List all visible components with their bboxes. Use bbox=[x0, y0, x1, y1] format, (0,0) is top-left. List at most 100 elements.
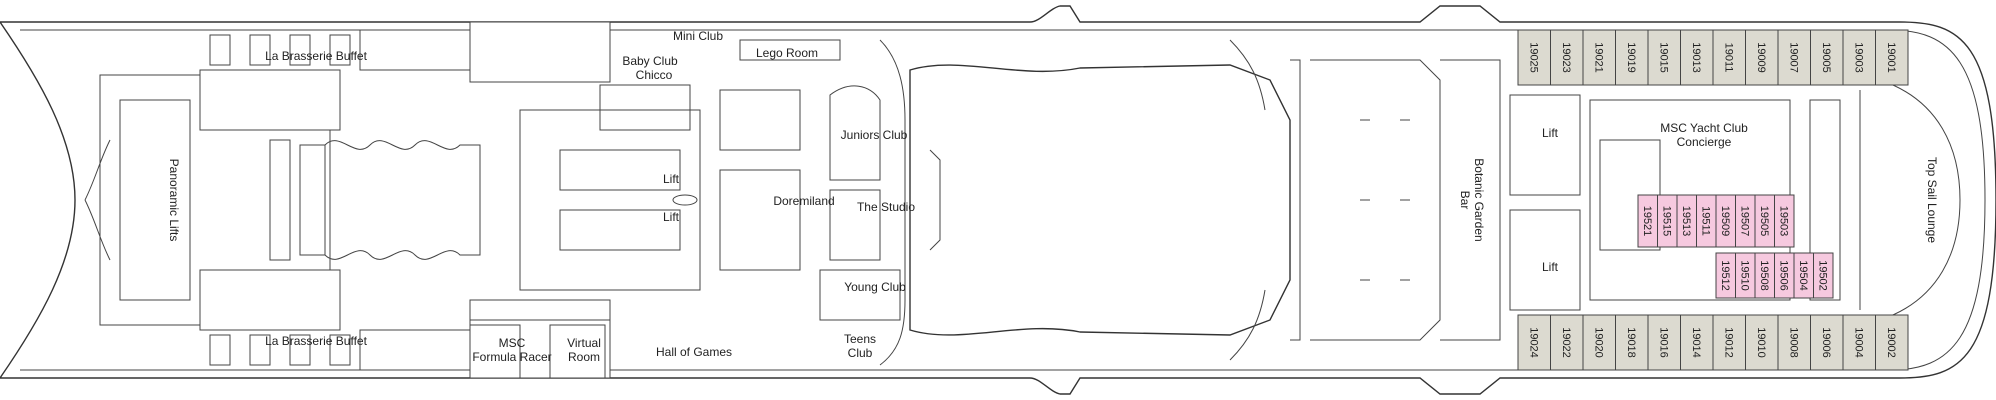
cabin-number: 19507 bbox=[1738, 206, 1750, 237]
cabin-19512[interactable]: 19512 bbox=[1715, 252, 1736, 299]
cabin-19016[interactable]: 19016 bbox=[1647, 314, 1681, 371]
cabin-19021[interactable]: 19021 bbox=[1582, 29, 1616, 86]
cabin-19506[interactable]: 19506 bbox=[1774, 252, 1795, 299]
cabin-19010[interactable]: 19010 bbox=[1745, 314, 1779, 371]
cabin-19019[interactable]: 19019 bbox=[1615, 29, 1649, 86]
cabin-19509[interactable]: 19509 bbox=[1715, 194, 1736, 248]
cabin-19502[interactable]: 19502 bbox=[1813, 252, 1834, 299]
cabin-19013[interactable]: 19013 bbox=[1680, 29, 1714, 86]
cabin-number: 19512 bbox=[1719, 260, 1731, 291]
cabin-number: 19021 bbox=[1592, 42, 1604, 73]
cabin-19012[interactable]: 19012 bbox=[1712, 314, 1746, 371]
cabin-19511[interactable]: 19511 bbox=[1696, 194, 1717, 248]
label-lift-lower[interactable]: Lift bbox=[663, 210, 680, 224]
cabin-number: 19011 bbox=[1722, 43, 1734, 73]
cabin-number: 19010 bbox=[1755, 327, 1767, 358]
label-la-brasserie-buffet-top[interactable]: La Brasserie Buffet bbox=[265, 49, 368, 63]
cabin-19008[interactable]: 19008 bbox=[1777, 314, 1811, 371]
hull-outline bbox=[0, 5, 1996, 395]
cabin-number: 19521 bbox=[1641, 206, 1653, 237]
cabin-19005[interactable]: 19005 bbox=[1810, 29, 1844, 86]
cabin-number: 19003 bbox=[1852, 42, 1864, 73]
label-lift-upper[interactable]: Lift bbox=[663, 172, 680, 186]
cabin-19507[interactable]: 19507 bbox=[1735, 194, 1756, 248]
cabin-19020[interactable]: 19020 bbox=[1582, 314, 1616, 371]
cabin-19513[interactable]: 19513 bbox=[1676, 194, 1697, 248]
cabin-number: 19504 bbox=[1797, 260, 1809, 291]
cabin-number: 19006 bbox=[1820, 327, 1832, 358]
label-virtual[interactable]: Virtual bbox=[567, 336, 601, 350]
cabin-19022[interactable]: 19022 bbox=[1550, 314, 1584, 371]
cabin-blocks: 19025 19023 19021 19019 19015 19013 19011 19009… bbox=[1517, 29, 1909, 371]
cabin-19515[interactable]: 19515 bbox=[1657, 194, 1678, 248]
cabin-number: 19022 bbox=[1560, 327, 1572, 358]
label-lift-aft-upper[interactable]: Lift bbox=[1542, 126, 1559, 140]
label-baby-club[interactable]: Baby Club bbox=[622, 54, 678, 68]
cabin-number: 19018 bbox=[1625, 327, 1637, 358]
label-hall-of-games[interactable]: Hall of Games bbox=[656, 345, 732, 359]
cabin-19508[interactable]: 19508 bbox=[1754, 252, 1775, 299]
cabin-19018[interactable]: 19018 bbox=[1615, 314, 1649, 371]
label-msc[interactable]: MSC bbox=[499, 336, 526, 350]
cabin-number: 19020 bbox=[1592, 327, 1604, 358]
label-top-sail-lounge[interactable]: Top Sail Lounge bbox=[1925, 157, 1939, 243]
cabin-number: 19012 bbox=[1722, 327, 1734, 358]
cabin-19003[interactable]: 19003 bbox=[1842, 29, 1876, 86]
cabin-19503[interactable]: 19503 bbox=[1774, 194, 1795, 248]
cabin-number: 19511 bbox=[1699, 206, 1711, 236]
cabin-19014[interactable]: 19014 bbox=[1680, 314, 1714, 371]
cabin-19009[interactable]: 19009 bbox=[1745, 29, 1779, 86]
cabin-19023[interactable]: 19023 bbox=[1550, 29, 1584, 86]
cabin-19007[interactable]: 19007 bbox=[1777, 29, 1811, 86]
cabin-number: 19004 bbox=[1852, 327, 1864, 358]
label-the-studio[interactable]: The Studio bbox=[857, 200, 915, 214]
cabin-number: 19019 bbox=[1625, 42, 1637, 73]
cabin-19006[interactable]: 19006 bbox=[1810, 314, 1844, 371]
cabin-number: 19025 bbox=[1527, 42, 1539, 73]
cabin-19004[interactable]: 19004 bbox=[1842, 314, 1876, 371]
cabin-number: 19001 bbox=[1885, 42, 1897, 73]
cabin-19011[interactable]: 19011 bbox=[1712, 29, 1746, 86]
label-formula-racer[interactable]: Formula Racer bbox=[472, 350, 551, 364]
cabin-19015[interactable]: 19015 bbox=[1647, 29, 1681, 86]
cabin-number: 19002 bbox=[1885, 327, 1897, 358]
label-concierge[interactable]: Concierge bbox=[1677, 135, 1732, 149]
label-teens[interactable]: Teens bbox=[844, 332, 876, 346]
cabin-number: 19009 bbox=[1755, 42, 1767, 73]
cabin-19001[interactable]: 19001 bbox=[1875, 29, 1909, 86]
label-young-club[interactable]: Young Club bbox=[844, 280, 906, 294]
cabin-19505[interactable]: 19505 bbox=[1754, 194, 1775, 248]
label-lift-aft-lower[interactable]: Lift bbox=[1542, 260, 1559, 274]
cabin-number: 19513 bbox=[1680, 206, 1692, 237]
label-lego-room[interactable]: Lego Room bbox=[756, 46, 818, 60]
label-bar[interactable]: Bar bbox=[1458, 191, 1472, 210]
cabin-19510[interactable]: 19510 bbox=[1735, 252, 1756, 299]
kids-area bbox=[469, 21, 906, 379]
label-juniors-club[interactable]: Juniors Club bbox=[841, 128, 908, 142]
cabin-19002[interactable]: 19002 bbox=[1875, 314, 1909, 371]
cabin-number: 19014 bbox=[1690, 327, 1702, 358]
label-msc-yacht-club[interactable]: MSC Yacht Club bbox=[1660, 121, 1748, 135]
label-botanic-garden[interactable]: Botanic Garden bbox=[1472, 158, 1486, 241]
brasserie-area bbox=[84, 29, 481, 371]
label-room[interactable]: Room bbox=[568, 350, 600, 364]
cabin-number: 19506 bbox=[1777, 260, 1789, 291]
cabin-19521[interactable]: 19521 bbox=[1637, 194, 1658, 248]
label-la-brasserie-buffet-bottom[interactable]: La Brasserie Buffet bbox=[265, 334, 368, 348]
pool-deck bbox=[909, 39, 1441, 361]
cabin-number: 19508 bbox=[1758, 260, 1770, 291]
label-doremiland[interactable]: Doremiland bbox=[773, 194, 834, 208]
label-chicco[interactable]: Chicco bbox=[636, 68, 673, 82]
cabin-number: 19016 bbox=[1657, 327, 1669, 358]
cabin-19024[interactable]: 19024 bbox=[1517, 314, 1551, 371]
cabin-number: 19505 bbox=[1758, 206, 1770, 237]
label-mini-club[interactable]: Mini Club bbox=[673, 29, 723, 43]
cabin-number: 19503 bbox=[1777, 206, 1789, 237]
cabin-19504[interactable]: 19504 bbox=[1793, 252, 1814, 299]
cabin-number: 19502 bbox=[1816, 260, 1828, 291]
label-club[interactable]: Club bbox=[848, 346, 873, 360]
cabin-19025[interactable]: 19025 bbox=[1517, 29, 1551, 86]
label-panoramic-lifts[interactable]: Panoramic Lifts bbox=[167, 159, 181, 242]
cabin-number: 19015 bbox=[1657, 42, 1669, 73]
